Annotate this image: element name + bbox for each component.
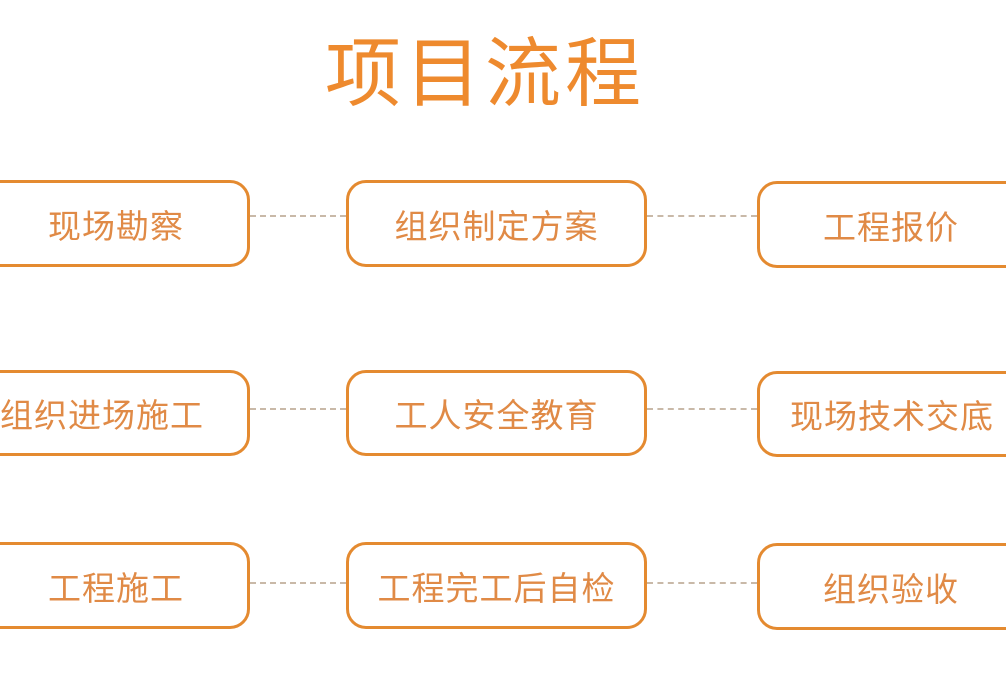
connector-line [250,582,346,584]
connector-line [647,215,757,217]
node-label: 组织验收 [823,569,959,609]
flow-node-safety-education[interactable]: 工人安全教育 [346,370,647,456]
node-label: 工人安全教育 [394,396,599,435]
node-label: 工程完工后自检 [377,568,616,608]
flow-node-construction[interactable]: 工程施工 [0,542,250,629]
node-label: 工程施工 [48,568,184,608]
flow-node-self-inspection[interactable]: 工程完工后自检 [346,542,647,629]
node-label: 组织制定方案 [394,206,599,246]
node-label: 现场勘察 [48,206,184,246]
node-label: 现场技术交底 [790,397,994,436]
flow-node-quotation[interactable]: 工程报价 [757,181,1006,268]
connector-line [647,408,757,410]
flow-node-site-survey[interactable]: 现场勘察 [0,180,250,267]
connector-line [250,408,346,410]
flow-node-site-entry[interactable]: 组织进场施工 [0,370,250,456]
flow-node-acceptance[interactable]: 组织验收 [757,543,1006,630]
node-label: 组织进场施工 [0,396,204,435]
flow-node-technical-briefing[interactable]: 现场技术交底 [757,371,1006,457]
node-label: 工程报价 [823,207,959,247]
page-title: 项目流程 [325,29,645,118]
flow-node-plan-formulation[interactable]: 组织制定方案 [346,180,647,267]
connector-line [647,582,757,584]
connector-line [250,215,346,217]
